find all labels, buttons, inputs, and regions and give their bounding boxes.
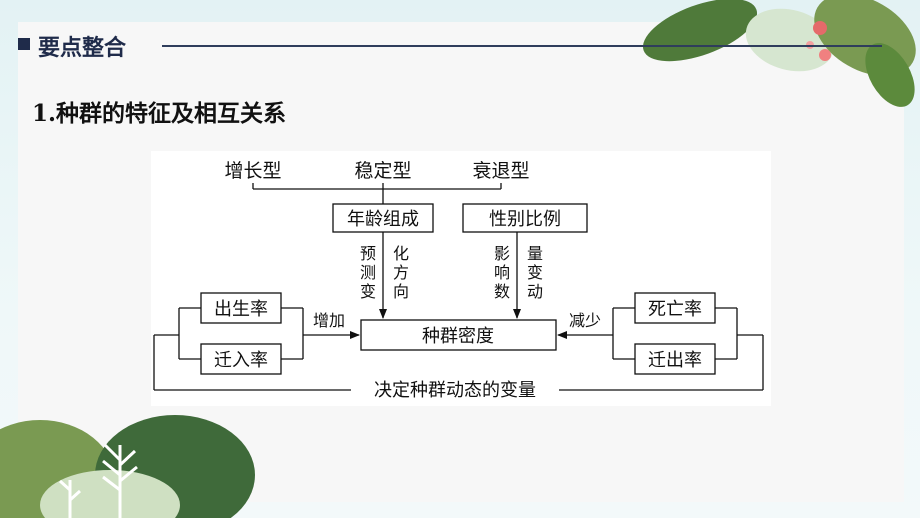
predict-char-3: 变 (360, 282, 376, 301)
age-type-growth: 增长型 (224, 160, 281, 182)
influence-char-1: 影 (494, 244, 510, 263)
increase-label: 增加 (313, 311, 345, 330)
predict-char-2: 测 (360, 263, 376, 282)
sex-ratio-box (462, 203, 588, 233)
age-structure-label: 年龄组成 (347, 209, 419, 230)
change-char-1: 化 (393, 244, 409, 263)
death-rate-label: 死亡率 (648, 299, 702, 320)
leaf-decoration-bottom-icon (0, 415, 255, 518)
density-label: 种群密度 (422, 326, 494, 347)
header-bullet (18, 38, 30, 50)
quantity-char-3: 动 (527, 282, 543, 301)
quantity-char-2: 变 (527, 263, 543, 282)
influence-char-3: 数 (494, 282, 510, 301)
determinant-label: 决定种群动态的变量 (374, 380, 536, 401)
age-type-stable: 稳定型 (354, 160, 411, 182)
quantity-char-1: 量 (527, 244, 543, 263)
section-title: 1.种群的特征及相互关系 (32, 100, 287, 127)
predict-char-1: 预 (360, 244, 376, 263)
diagram-canvas: 增长型 稳定型 衰退型 年龄组成 性别比例 预 测 变 化 方 向 影 响 数 … (153, 160, 764, 401)
density-box (360, 319, 557, 351)
birth-rate-label: 出生率 (214, 299, 268, 320)
sex-ratio-label: 性别比例 (489, 209, 561, 230)
immigration-rate-label: 迁入率 (214, 350, 268, 371)
change-char-2: 方 (393, 263, 409, 282)
population-diagram: 增长型 稳定型 衰退型 年龄组成 性别比例 预 测 变 化 方 向 影 响 数 … (151, 151, 771, 406)
header-divider (162, 45, 882, 47)
header-title: 要点整合 (38, 36, 127, 61)
age-type-declining: 衰退型 (472, 160, 529, 182)
emigration-rate-label: 迁出率 (648, 350, 702, 371)
influence-char-2: 响 (494, 263, 510, 282)
decrease-label: 减少 (569, 311, 601, 330)
leaf-decoration-top-icon (642, 0, 916, 107)
change-char-3: 向 (393, 282, 409, 301)
